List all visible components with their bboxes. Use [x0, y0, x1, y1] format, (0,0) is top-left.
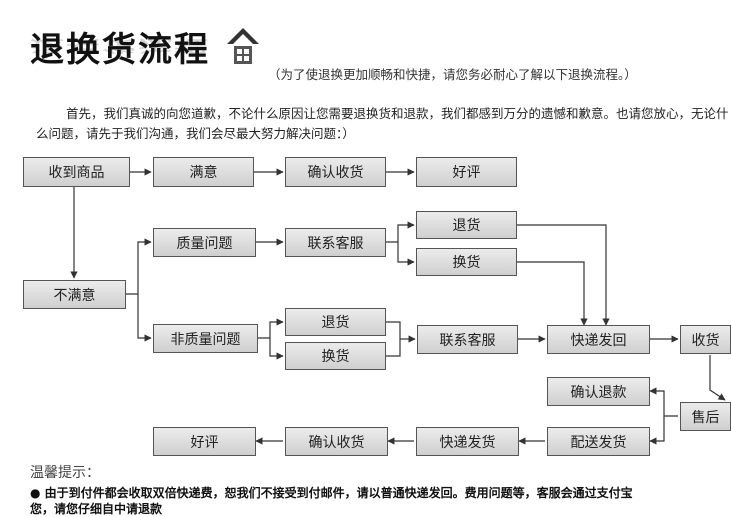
node-return-mid: 退货: [285, 308, 386, 336]
page-subtitle: （为了使退换更加顺畅和快捷，请您务必耐心了解以下退换流程。）: [268, 67, 637, 82]
node-quality-issue: 质量问题: [153, 228, 256, 257]
intro-paragraph: 首先，我们真诚的向您道歉，不论什么原因让您需要退换货和退款，我们都感到万分的遗憾…: [36, 106, 729, 141]
node-satisfied: 满意: [153, 157, 254, 187]
node-good-review-bottom: 好评: [153, 427, 256, 456]
tips-line-1: ● 由于到付件都会收取双倍快递费，恕我们不接受到付邮件，请以普通快递发回。费用问…: [30, 486, 633, 500]
node-confirm-refund: 确认退款: [547, 377, 650, 406]
tips-title: 温馨提示：: [30, 465, 100, 481]
tips-line-2: 您，请您仔细自中请退款: [30, 502, 163, 516]
node-exchange-top: 换货: [416, 248, 517, 276]
node-non-quality-issue: 非质量问题: [153, 324, 258, 353]
node-dispatch: 配送发货: [547, 427, 650, 456]
node-good-review-top: 好评: [416, 157, 517, 187]
page-title: 退换货流程: [30, 30, 210, 70]
node-return-top: 退货: [416, 211, 517, 239]
node-express-return: 快递发回: [547, 325, 650, 354]
node-contact-cs-top: 联系客服: [285, 228, 386, 257]
node-seller-receive: 收货: [680, 325, 731, 354]
node-contact-cs-mid: 联系客服: [417, 325, 518, 354]
node-received: 收到商品: [23, 157, 130, 187]
node-unsatisfied: 不满意: [23, 280, 126, 309]
node-confirm-receipt-top: 确认收货: [285, 157, 386, 187]
node-exchange-mid: 换货: [285, 342, 386, 370]
node-express-ship: 快递发货: [416, 427, 519, 456]
node-after-sales: 售后: [680, 402, 731, 431]
house-icon: [227, 28, 259, 64]
node-confirm-receipt-bottom: 确认收货: [285, 427, 388, 456]
